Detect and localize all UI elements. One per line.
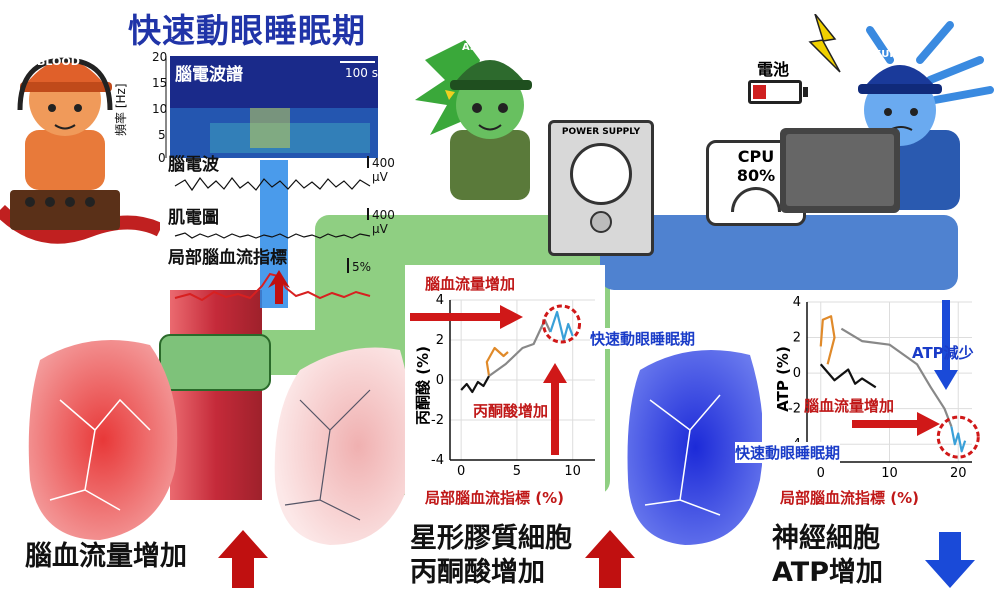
chart2-ytick: 2 [793,331,801,346]
label-astrocyte: 星形膠質細胞 [410,523,572,554]
chart1-ytick: -4 [431,453,444,468]
chart2-annotation-cbf: 腦血流量增加 [804,397,895,415]
brain-map-vessels-2 [284,389,371,521]
chart2-down-arrow [934,300,958,390]
cpu-gauge-icon [731,187,781,212]
power-supply-label: POWER SUPPLY [561,127,641,137]
lightning-icon [808,14,841,73]
label-neuron: 神經細胞 [772,523,880,554]
eeg-scale: 400 μV [372,156,395,184]
brain-map-blue [627,350,764,545]
brain-map-vessels-3 [644,394,721,516]
chart2-series-line-0 [819,315,836,365]
chart1-xtick: 5 [513,464,521,479]
chart2-xlabel: 局部腦血流指標 (%) [780,489,919,507]
chart1-series-line-1 [485,346,509,377]
chart1-series-line-2 [488,318,552,377]
chart2-highlight-circle [936,415,980,459]
time-scalebar: 100 s [345,66,378,80]
chart2-xtick: 10 [881,466,898,481]
astro-endfoot [159,334,271,391]
page-title: 快速動眼睡眠期 [128,11,366,50]
chart1-ytick: -2 [431,413,444,428]
chart1-up-arrow [543,363,567,455]
up-arrow-icon [218,530,268,588]
cbf-scale: 5% [352,260,372,274]
eeg-panel-graphics [165,56,378,310]
cpu-label: CPU [737,147,775,166]
chart2-ytick: 4 [793,295,801,310]
ytick-20: 20 [152,50,168,64]
battery-cell-filled [753,85,766,99]
emg-scale: 400 μV [372,208,395,236]
down-arrow-icon [925,532,975,588]
chart1-xlabel: 局部腦血流指標 (%) [425,489,564,507]
brain-map-pink [274,347,414,545]
cpu-value: 80% [736,166,776,185]
label-cbf-increase: 腦血流量增加 [25,541,187,572]
neuron-cap-label: NEURON [866,49,914,60]
chart1-series-line-0 [460,375,490,394]
neuron-panel [600,215,958,290]
chart1-series-line-3 [549,310,574,342]
battery-tip [803,87,808,97]
blood-character [0,57,160,244]
chart2-annotation-atp: ATP減少 [912,344,974,362]
blood-cap-label: BLOOD [37,55,80,68]
battery-icon [748,80,802,104]
astrocyte-cap-label: ASTROCYTE [462,42,529,53]
chart2-right-arrow [852,412,940,436]
battery-label: 電池 [757,60,790,79]
chart-pyruvate-svg: 0 5 10 4 2 0 -2 -4 [410,293,595,479]
ytick-15: 15 [152,76,168,90]
eeg-panel: 腦電波譜 100 s 頻率 [Hz] 20 15 10 5 0 腦電波 400 … [114,48,395,310]
brain-map-red [28,340,178,540]
chart1-highlight-circle [542,304,582,344]
chart1-xtick: 0 [457,464,465,479]
spectrogram-yaxis-label: 頻率 [Hz] [114,83,128,136]
chart1-annotation-pyruvate: 丙酮酸增加 [473,402,549,420]
chart1-ytick: 4 [436,293,444,308]
ytick-5: 5 [158,128,166,142]
astrocyte-character [415,40,532,200]
chart2-ytick: -2 [788,402,801,417]
power-supply: POWER SUPPLY [548,120,654,256]
chart2-series-line-1 [819,363,877,389]
eeg-label: 腦電波 [168,155,219,175]
chart2-series-line-2 [840,327,953,427]
chart1-annotation-cbf: 腦血流量增加 [425,275,516,293]
chart-pyruvate: 0 5 10 4 2 0 -2 -4 腦血流量增加 丙酮酸增加 丙酮酸 (%) [405,265,605,500]
emg-label: 肌電圖 [168,208,219,228]
power-supply-knob [590,211,612,233]
up-arrow-icon-2 [585,530,635,588]
label-pyruvate-increase: 丙酮酸增加 [410,557,545,588]
chart2-series-line-3 [950,426,967,453]
neuron-character [780,21,994,213]
chart2-xtick: 0 [817,466,825,481]
chart2-annotation-rem: 快速動眼睡眠期 [735,442,841,463]
label-atp-increase: ATP增加 [772,557,884,588]
brain-map-vessels [49,398,151,511]
chart1-right-arrow [410,305,523,329]
chart1-ylabel: 丙酮酸 (%) [413,346,432,425]
cbf-label: 局部腦血流指標 [168,248,287,268]
chart1-xtick: 10 [564,464,581,479]
power-supply-gauge [570,143,632,205]
ytick-0: 0 [158,151,166,165]
chart1-ytick: 2 [436,333,444,348]
chart2-ytick: 0 [793,366,801,381]
chart1-annotation-rem: 快速動眼睡眠期 [590,328,696,349]
chart1-ytick: 0 [436,373,444,388]
chart2-xtick: 20 [950,466,967,481]
spectrogram-label: 腦電波譜 [175,65,243,85]
ytick-10: 10 [152,102,168,116]
blood-vessel-shading [170,290,262,500]
chart2-ylabel: ATP (%) [773,346,792,412]
